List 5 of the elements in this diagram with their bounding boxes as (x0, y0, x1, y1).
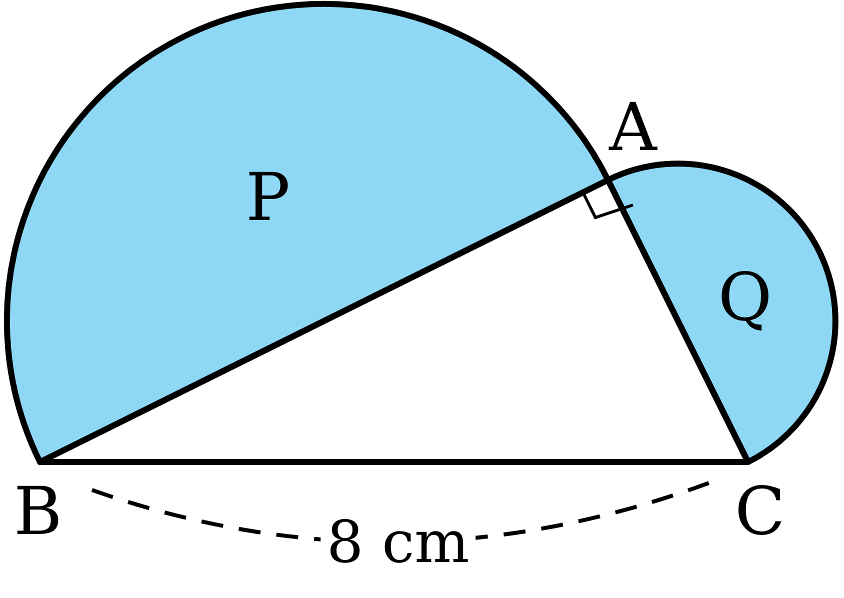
point-label: C (734, 479, 786, 545)
region-label: Q (718, 265, 772, 331)
point-label: B (14, 479, 62, 545)
point-label: A (609, 95, 657, 161)
region-label: P (246, 165, 290, 231)
